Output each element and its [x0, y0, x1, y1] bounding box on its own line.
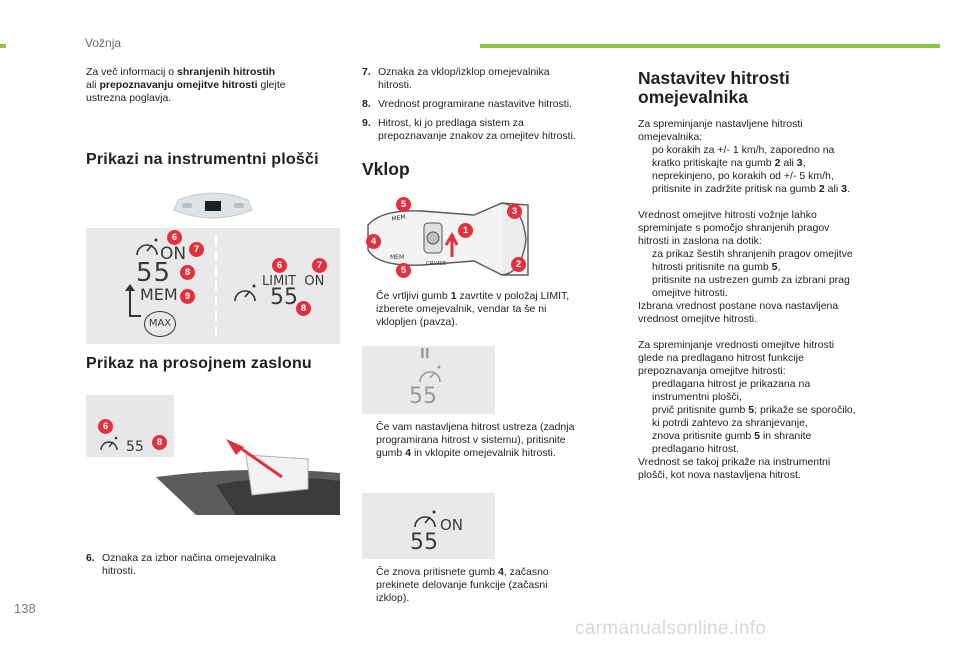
callout-badge-8: 8	[152, 435, 167, 450]
speedometer-icon	[419, 365, 441, 383]
paused-speed-value: 55	[409, 384, 437, 409]
header-accent-bar	[480, 44, 940, 48]
bullet-marker	[362, 421, 376, 460]
section-title: Vožnja	[85, 36, 122, 50]
bullet-marker	[362, 290, 376, 329]
speedometer-icon	[100, 436, 118, 451]
set-speed-value: 55	[136, 258, 172, 288]
bullet-stored-thresholds: za prikaz šestih shranjenih pragov omeji…	[652, 248, 853, 273]
mem-arrow-head	[125, 284, 135, 291]
limiter-on-label: ON	[440, 516, 464, 534]
limiter-on-display: ON 55	[362, 493, 495, 559]
svg-text:MEM: MEM	[391, 214, 406, 223]
paragraph: Vrednost se takoj prikaže na instrumentn…	[638, 456, 831, 481]
bullet-activate-limiter: Če vam nastavljena hitrost ustreza (zadn…	[362, 421, 627, 460]
bullet-select-threshold: pritisnite na ustrezen gumb za izbrani p…	[652, 274, 850, 299]
intro-paragraph: Za več informacij o shranjenih hitrostih…	[86, 66, 286, 104]
active-speed-value: 55	[410, 530, 438, 555]
max-speed-sign: MAX	[144, 311, 176, 337]
paragraph: Za spreminjanje vrednosti omejitve hitro…	[638, 339, 835, 377]
hud-scene	[86, 385, 340, 515]
hud-speed-value: 55	[126, 439, 144, 455]
instrument-divider	[215, 236, 217, 340]
callout-badge-8: 8	[296, 301, 311, 316]
set-speed-value-right: 55	[270, 285, 298, 310]
heading-vklop: Vklop	[362, 159, 410, 179]
bullet-first-press: prvič pritisnite gumb 5; prikaže se spor…	[652, 404, 856, 429]
mem-arrow-shaft	[129, 288, 131, 316]
pause-symbol: II	[420, 347, 430, 362]
callout-badge-7: 7	[189, 242, 204, 257]
instrument-panel-display: ON 55 MEM MAX LIMIT ON 55 6 7 8 9 6 7 8	[86, 228, 340, 344]
callout-badge-5: 5	[396, 263, 411, 278]
callout-badge-6: 6	[272, 258, 287, 273]
heading-adjust-limiter: Nastavitev hitrosti omejevalnika	[638, 68, 790, 107]
callout-badge-8: 8	[180, 265, 195, 280]
callout-badge-5: 5	[396, 197, 411, 212]
page-number: 138	[14, 601, 36, 616]
speedometer-icon	[414, 510, 436, 528]
callout-badge-4: 4	[366, 234, 381, 249]
steering-lever-illustration: MEM MEM CRUISE 5 3 1 4 5 2	[362, 195, 532, 280]
callout-badge-3: 3	[507, 204, 522, 219]
bullet-marker	[362, 566, 376, 605]
limiter-on-label: ON	[160, 244, 187, 264]
callout-badge-6: 6	[98, 419, 113, 434]
paragraph: Izbrana vrednost postane nova nastavljen…	[638, 300, 839, 325]
mem-arrow-foot	[129, 315, 141, 317]
bullet-select-limiter: Če vrtljivi gumb 1 zavrtite v položaj LI…	[362, 290, 622, 329]
header-accent-tick	[0, 44, 6, 48]
callout-badge-9: 9	[180, 289, 195, 304]
callout-badge-6: 6	[167, 230, 182, 245]
legend-item-8: 8.Vrednost programirane nastavitve hitro…	[362, 98, 572, 110]
limiter-pause-display: II 55	[362, 346, 495, 414]
heading-head-up-display: Prikaz na prosojnem zaslonu	[86, 355, 312, 372]
steering-wheel-pad-illustration	[173, 192, 253, 219]
callout-badge-2: 2	[511, 257, 526, 272]
lever-drawing: MEM MEM CRUISE	[367, 202, 529, 276]
callout-badge-7: 7	[312, 258, 327, 273]
watermark: carmanualsonline.info	[575, 618, 767, 639]
limit-on-label: LIMIT ON	[262, 274, 325, 289]
mem-label: MEM	[140, 285, 178, 304]
callout-badge-1: 1	[458, 223, 473, 238]
head-up-display-illustration: 55 6 8	[86, 385, 340, 515]
speedometer-icon	[136, 238, 158, 256]
svg-text:MEM: MEM	[390, 254, 404, 261]
speedometer-icon	[234, 284, 256, 302]
bullet-step-5kmh: neprekinjeno, po korakih od +/- 5 km/h,p…	[652, 170, 850, 195]
svg-text:CRUISE: CRUISE	[426, 261, 447, 267]
heading-instrument-panel: Prikazi na instrumentni plošči	[86, 151, 319, 168]
